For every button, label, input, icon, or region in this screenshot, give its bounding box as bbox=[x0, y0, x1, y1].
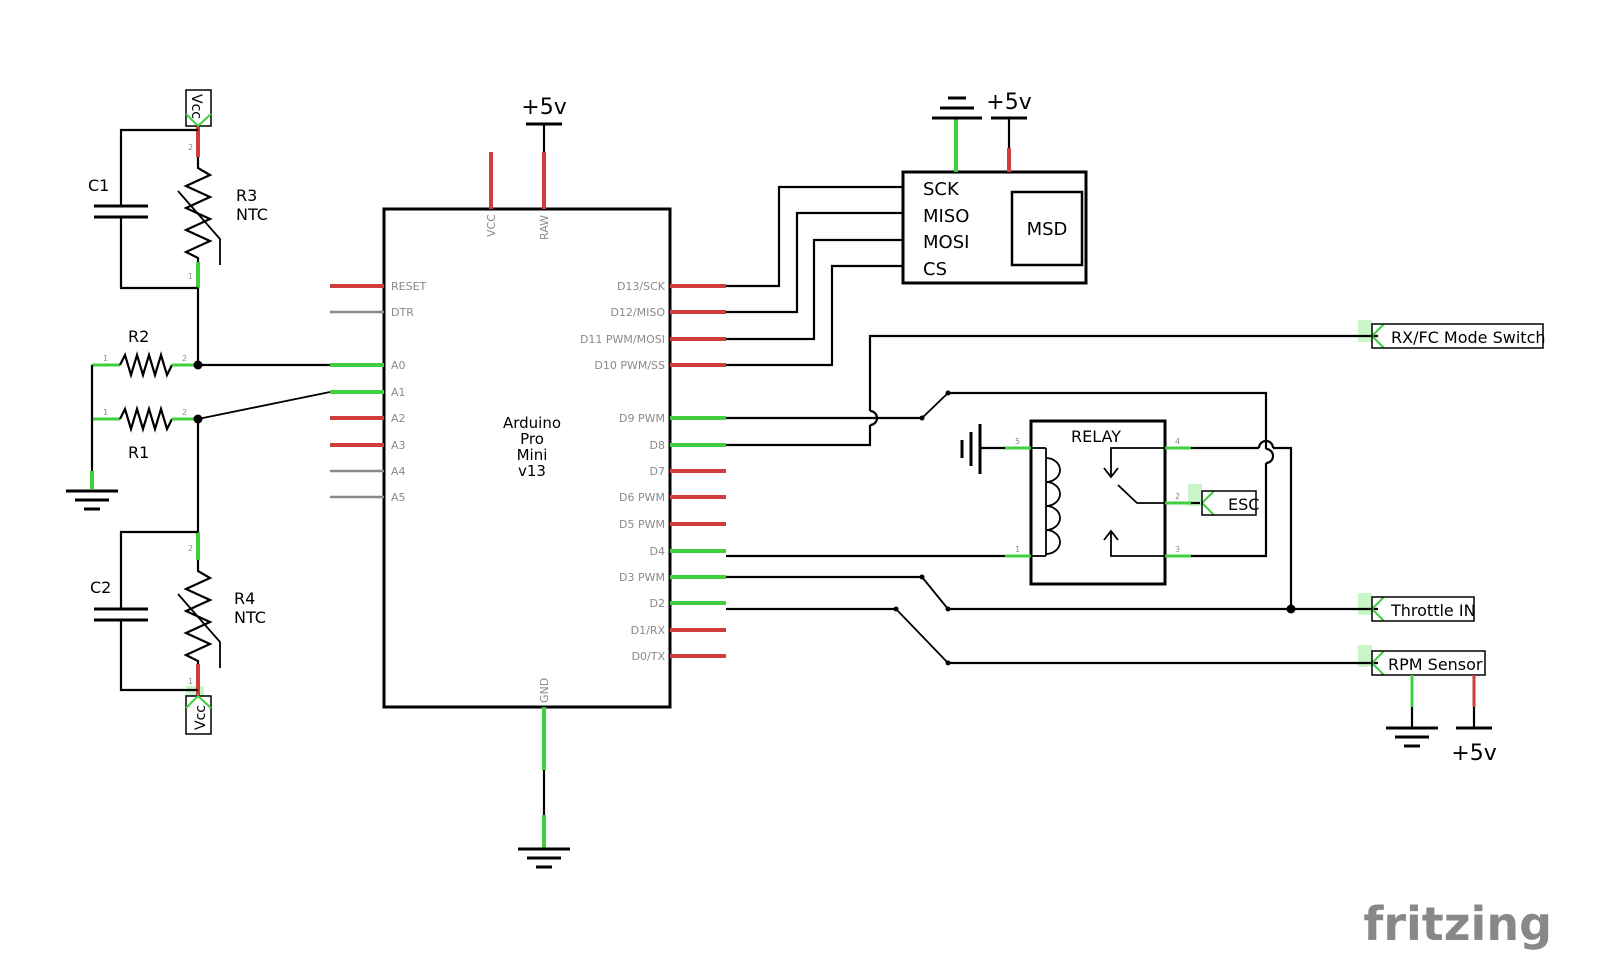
msd-supply-label: +5v bbox=[986, 90, 1031, 115]
d8-label: D8 bbox=[650, 439, 665, 452]
rpm-supply-symbol: +5v bbox=[1451, 726, 1497, 766]
d12-label: D12/MISO bbox=[610, 306, 665, 319]
rx-fc-label: RX/FC Mode Switch bbox=[1391, 328, 1546, 347]
msd-supply-symbol: +5v bbox=[986, 90, 1032, 120]
rpm-label: RPM Sensor bbox=[1388, 655, 1483, 674]
relay-pin1: 1 bbox=[1015, 545, 1020, 554]
c1-label: C1 bbox=[88, 176, 109, 195]
r4-thermistor[interactable]: 2 1 R4 NTC bbox=[177, 532, 266, 696]
r4-pin2: 2 bbox=[188, 544, 193, 553]
raw-pin-label: RAW bbox=[538, 215, 551, 240]
a4-label: A4 bbox=[391, 465, 406, 478]
d3-label: D3 PWM bbox=[619, 571, 665, 584]
throttle-label: Throttle IN bbox=[1390, 601, 1476, 620]
spi-wires bbox=[726, 185, 903, 367]
r1-resistor[interactable]: 1 2 R1 bbox=[92, 405, 198, 462]
r3-pin2: 2 bbox=[188, 143, 193, 152]
r2-resistor[interactable]: 1 2 R2 bbox=[92, 327, 198, 379]
vcc-bottom-connector[interactable]: Vcc bbox=[185, 694, 212, 735]
arduino-supply-label: +5v bbox=[521, 95, 566, 120]
d13-label: D13/SCK bbox=[617, 280, 666, 293]
esc-connector[interactable]: ESC bbox=[1200, 490, 1259, 516]
relay-label: RELAY bbox=[1071, 427, 1121, 446]
a0-label: A0 bbox=[391, 359, 406, 372]
relay-pin2: 2 bbox=[1175, 492, 1180, 501]
r2-label: R2 bbox=[128, 327, 149, 346]
r3-type: NTC bbox=[236, 205, 268, 224]
r3-label: R3 bbox=[236, 186, 257, 205]
r3-pin1: 1 bbox=[188, 272, 193, 281]
rx-fc-connector[interactable]: RX/FC Mode Switch bbox=[1370, 323, 1546, 349]
r1-pin2: 2 bbox=[182, 408, 187, 417]
relay-module[interactable]: RELAY 5 4 2 1 3 bbox=[1005, 419, 1191, 586]
rpm-connector[interactable]: RPM Sensor bbox=[1370, 650, 1486, 728]
gnd-pin-label: GND bbox=[538, 678, 551, 703]
d9-label: D9 PWM bbox=[619, 412, 665, 425]
r2-pin1: 1 bbox=[103, 354, 108, 363]
a2-label: A2 bbox=[391, 412, 406, 425]
relay-ground-symbol bbox=[960, 424, 1005, 474]
r1-pin1: 1 bbox=[103, 408, 108, 417]
d4-label: D4 bbox=[650, 545, 665, 558]
d2-label: D2 bbox=[650, 597, 665, 610]
c1-capacitor[interactable]: C1 bbox=[88, 128, 198, 290]
vcc-bottom-label: Vcc bbox=[193, 705, 209, 730]
rpm-supply-label: +5v bbox=[1451, 741, 1496, 766]
a1-label: A1 bbox=[391, 386, 406, 399]
msd-cs: CS bbox=[923, 259, 947, 280]
d7-label: D7 bbox=[650, 465, 665, 478]
r4-pin1: 1 bbox=[188, 677, 193, 686]
esc-label: ESC bbox=[1228, 495, 1259, 514]
reset-label: RESET bbox=[391, 280, 427, 293]
d0-label: D0/TX bbox=[632, 650, 666, 663]
msd-module[interactable]: MSD SCK MISO MOSI CS bbox=[901, 118, 1088, 285]
r4-label: R4 bbox=[234, 589, 255, 608]
arduino-supply-symbol: +5v bbox=[521, 95, 567, 152]
vcc-pin-label: VCC bbox=[485, 214, 498, 237]
a5-label: A5 bbox=[391, 491, 406, 504]
a3-label: A3 bbox=[391, 439, 406, 452]
relay-pin5: 5 bbox=[1015, 437, 1020, 446]
analog-wires bbox=[193, 288, 331, 532]
control-wires bbox=[726, 334, 1378, 666]
throttle-connector[interactable]: Throttle IN bbox=[1370, 596, 1476, 622]
vcc-top-label: Vcc bbox=[188, 94, 204, 119]
rpm-ground-symbol bbox=[1386, 726, 1438, 748]
msd-mosi: MOSI bbox=[923, 232, 969, 253]
dtr-label: DTR bbox=[391, 306, 414, 319]
d11-label: D11 PWM/MOSI bbox=[580, 333, 665, 346]
left-ground-symbol bbox=[66, 365, 118, 511]
msd-ground-symbol bbox=[932, 96, 982, 120]
c2-label: C2 bbox=[90, 578, 111, 597]
r4-type: NTC bbox=[234, 608, 266, 627]
c2-capacitor[interactable]: C2 bbox=[90, 530, 198, 692]
arduino-pro-mini[interactable]: Arduino Pro Mini v13 VCC RAW GND RESET D… bbox=[330, 152, 726, 770]
arduino-name: Arduino bbox=[503, 414, 561, 432]
msd-miso: MISO bbox=[923, 206, 969, 227]
relay-pin3: 3 bbox=[1175, 545, 1180, 554]
fritzing-logo: fritzing bbox=[1363, 897, 1552, 951]
d1-label: D1/RX bbox=[631, 624, 666, 637]
d5-label: D5 PWM bbox=[619, 518, 665, 531]
msd-label: MSD bbox=[1027, 219, 1068, 240]
d10-label: D10 PWM/SS bbox=[594, 359, 665, 372]
arduino-line2: Pro bbox=[520, 430, 544, 448]
arduino-ground-symbol bbox=[518, 770, 570, 869]
d6-label: D6 PWM bbox=[619, 491, 665, 504]
r2-pin2: 2 bbox=[182, 354, 187, 363]
arduino-line3: Mini bbox=[517, 446, 548, 464]
arduino-line4: v13 bbox=[518, 462, 546, 480]
relay-pin4: 4 bbox=[1175, 437, 1180, 446]
r3-thermistor[interactable]: 2 1 R3 NTC bbox=[177, 126, 268, 288]
r1-label: R1 bbox=[128, 443, 149, 462]
msd-sck: SCK bbox=[923, 179, 960, 200]
vcc-top-connector[interactable]: Vcc bbox=[185, 89, 212, 128]
